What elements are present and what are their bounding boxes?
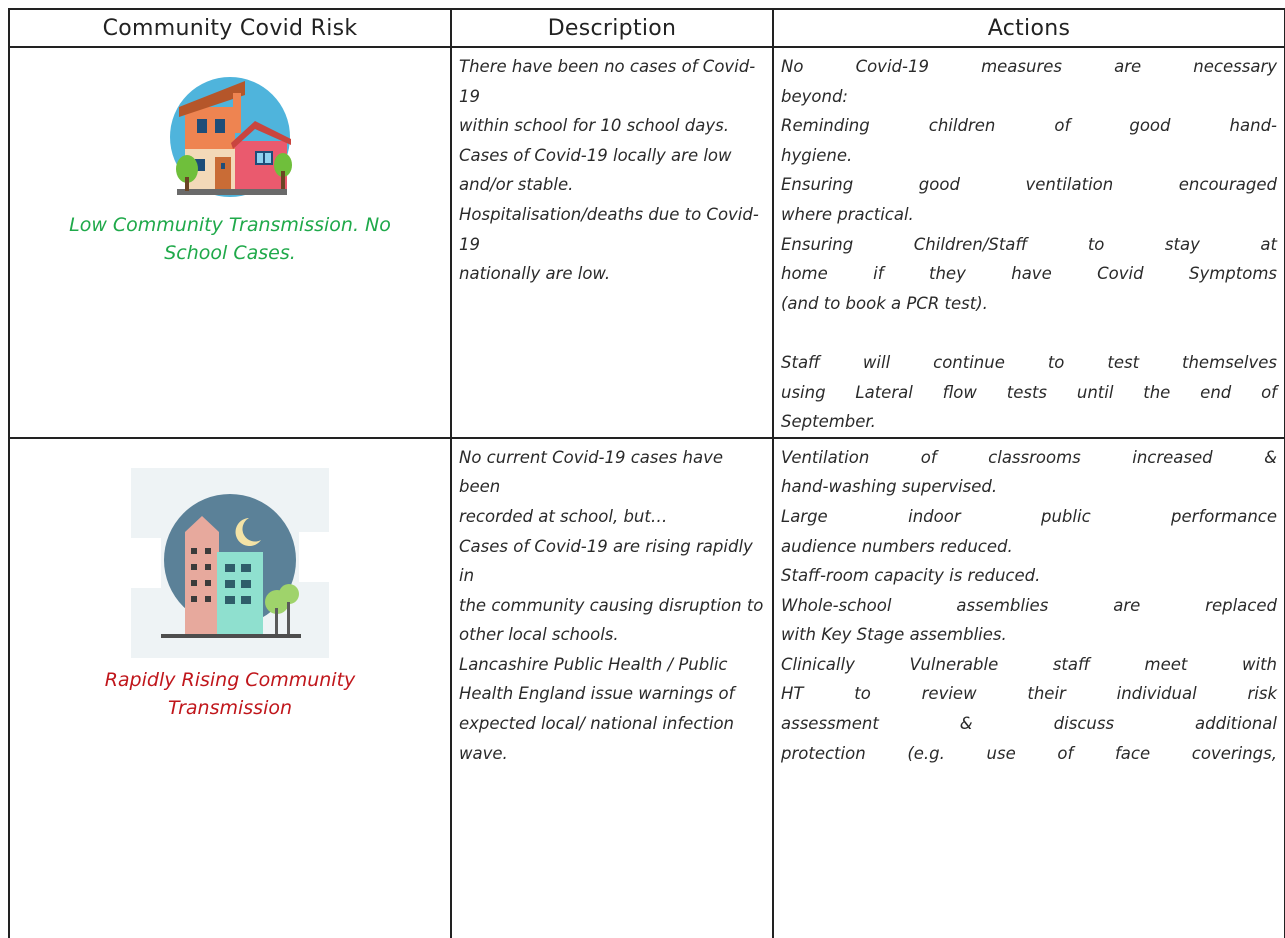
risk-label-line: School Cases. [164,242,296,264]
text-line: No Covid-19 measures are necessary [781,57,1277,76]
text-line: Lancashire Public Health / Public [459,654,728,674]
text-line: Reminding children of good hand- [781,116,1277,136]
header-actions: Actions [772,8,1285,48]
text-line: where practical. [781,204,914,224]
header-description: Description [450,8,774,48]
text-line: the community causing disruption to [459,595,764,615]
text-line: Cases of Covid-19 are rising rapidly in [459,536,753,586]
risk-cell: Low Community Transmission. No School Ca… [8,46,452,439]
text-line: hygiene. [781,145,853,165]
text-line: (and to book a PCR test). [781,293,988,313]
actions-cell: Ventilation of classrooms increased & ha… [772,436,1285,938]
text-line: September. [781,412,876,432]
text-line: protection (e.g. use of face coverings, [781,743,1277,763]
text-line: other local schools. [459,625,619,645]
text-line: Hospitalisation/deaths due to Covid-19 [459,204,759,254]
blank-line [781,318,1277,348]
text-line: assessment & discuss additional [781,714,1277,734]
text-line: Health England issue warnings of [459,684,735,704]
description-cell: There have been no cases of Covid-19 wit… [450,46,774,439]
text-line: Cases of Covid-19 locally are low [459,145,732,165]
text-line: Large indoor public performance [781,506,1277,526]
covid-risk-table: Community Covid Risk Description Actions [8,8,1285,938]
actions-cell: No Covid-19 measures are necessary beyon… [772,46,1285,439]
text-line: with Key Stage assemblies. [781,625,1007,645]
header-risk: Community Covid Risk [8,8,452,48]
text-line: No current Covid-19 cases have been [459,447,723,497]
text-line: wave. [459,743,508,763]
text-line: home if they have Covid Symptoms [781,264,1277,284]
risk-label-line: Rapidly Rising Community [104,668,356,691]
text-line: HT to review their individual risk [781,684,1277,704]
text-line: There have been no cases of Covid-19 [459,57,756,106]
text-line: expected local/ national infection [459,714,734,734]
text-line: Clinically Vulnerable staff meet with [781,654,1277,674]
header-row: Community Covid Risk Description Actions [8,8,1285,48]
description-cell: No current Covid-19 cases have been reco… [450,436,774,938]
text-line: Staff will continue to test themselves [781,352,1277,372]
table-row: Rapidly Rising Community Transmission No… [8,436,1285,938]
text-line: nationally are low. [459,264,611,284]
risk-label-line: Low Community Transmission. No [69,214,391,236]
text-line: using Lateral flow tests until the end o… [781,382,1277,402]
risk-cell: Rapidly Rising Community Transmission [8,436,452,938]
text-line: within school for 10 school days. [459,116,729,136]
text-line: Ensuring Children/Staff to stay at [781,234,1277,254]
text-line: audience numbers reduced. [781,536,1013,556]
text-line: Ensuring good ventilation encouraged [781,175,1277,195]
text-line: beyond: [781,86,848,106]
city-buildings-icon [131,467,329,658]
house-icon [170,77,292,197]
text-line: Ventilation of classrooms increased & [781,447,1277,467]
text-line: and/or stable. [459,175,574,195]
text-line: hand-washing supervised. [781,477,998,497]
text-line: Staff-room capacity is reduced. [781,566,1041,586]
risk-label-line: Transmission [167,696,293,719]
table-row: Low Community Transmission. No School Ca… [8,46,1285,439]
text-line: Whole-school assemblies are replaced [781,595,1277,615]
text-line: recorded at school, but… [459,506,668,526]
